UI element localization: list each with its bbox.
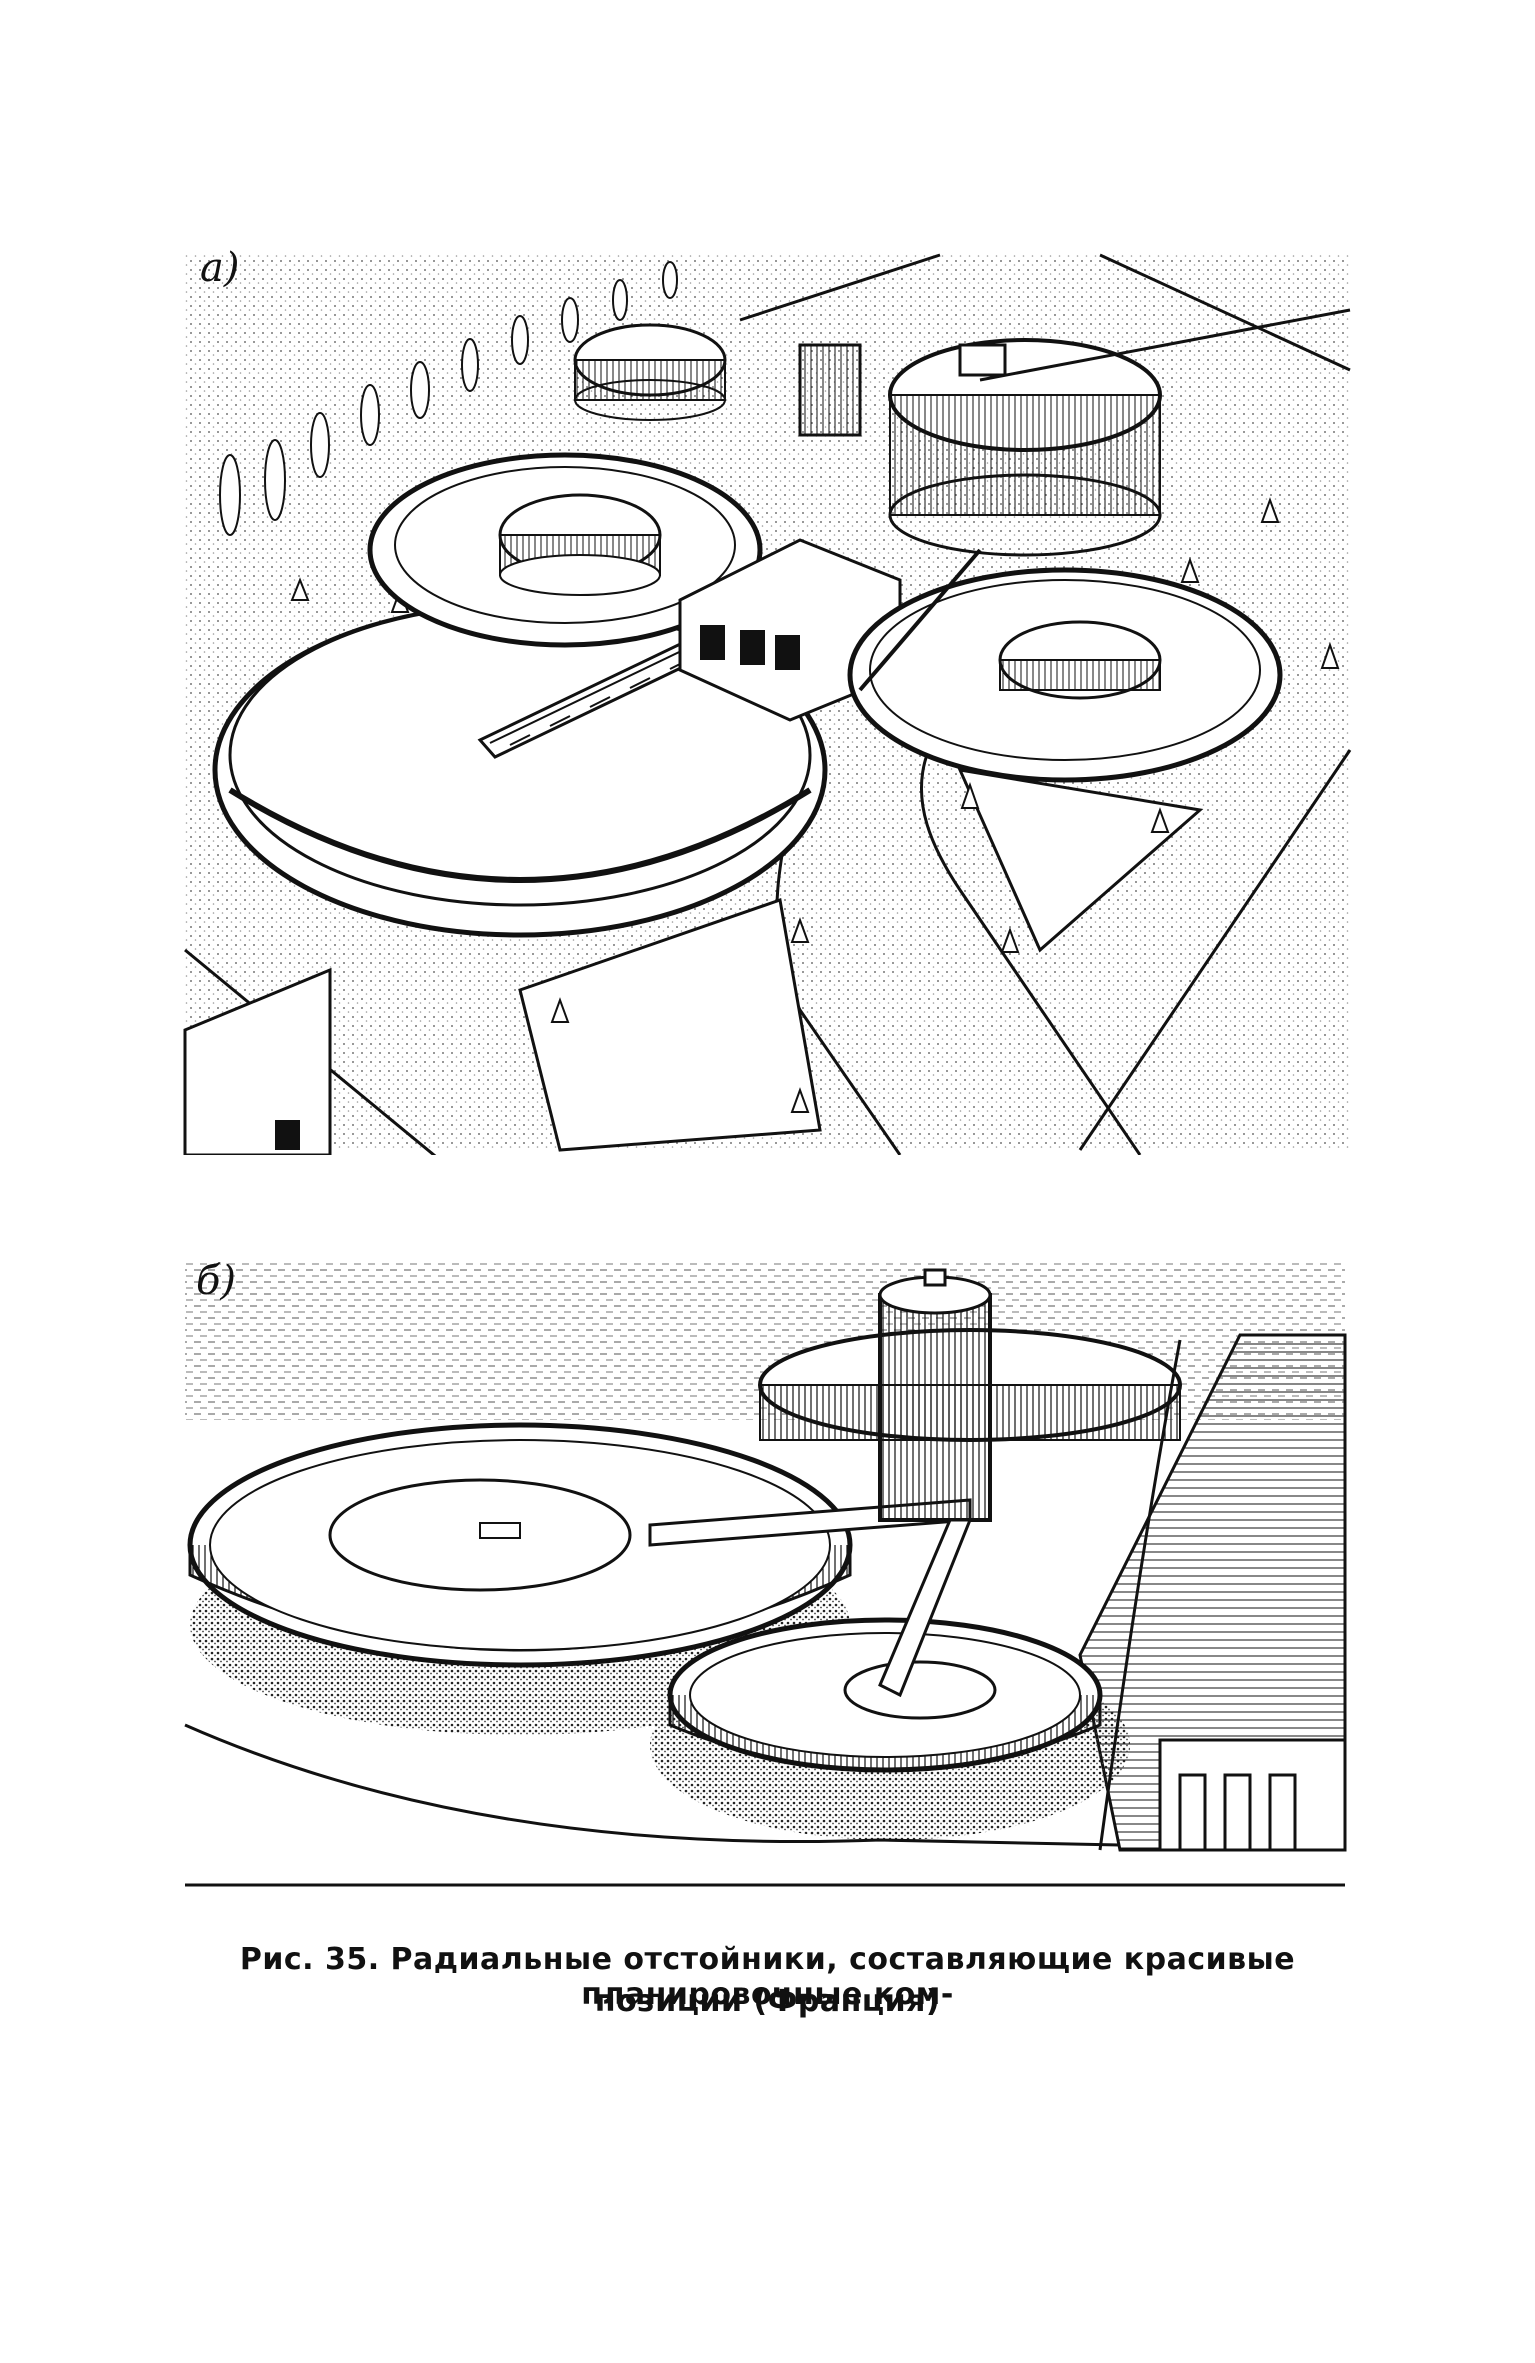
- figure-caption-line-1: Рис. 35. Радиальные отстойники, составля…: [239, 1942, 1296, 2012]
- panel-label-a: a): [200, 245, 240, 291]
- panel-label-b: б): [196, 1258, 237, 1304]
- illustration-panel-a: [180, 250, 1355, 1155]
- illustration-panel-b: [180, 1255, 1350, 1895]
- figure-caption-line-2: позиции (Франция): [594, 1984, 941, 2019]
- treatment-plant-drawing-a: [183, 253, 1352, 1155]
- treatment-plant-drawing-b: [184, 1260, 1347, 1887]
- central-tower: [878, 1293, 992, 1522]
